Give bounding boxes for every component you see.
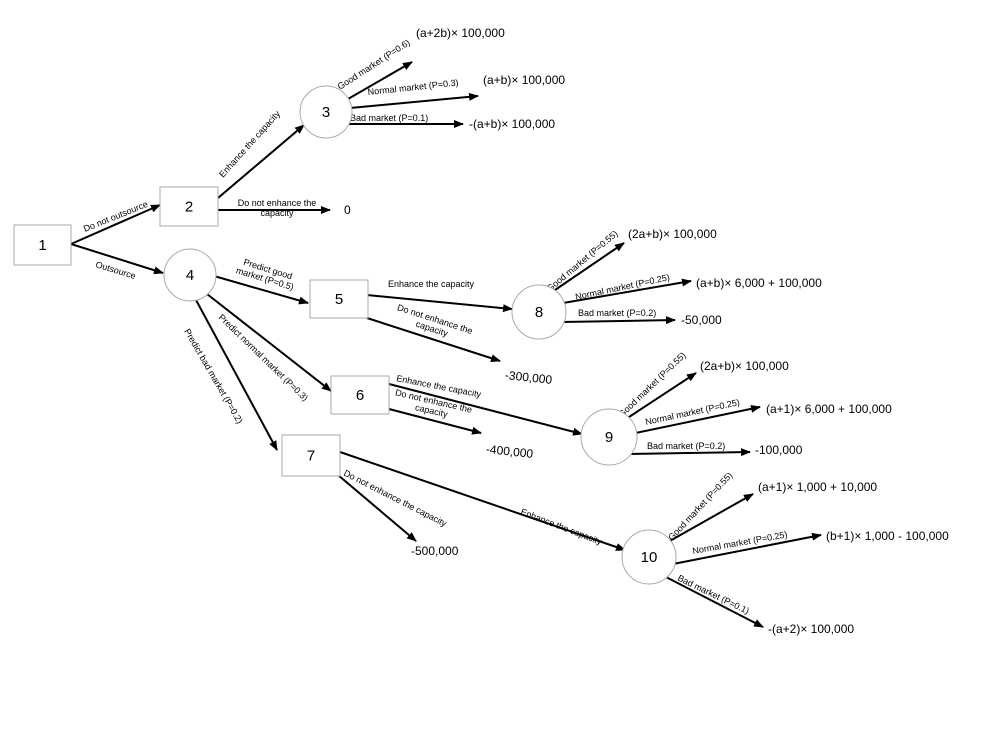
edge-e6-o: [388, 408, 482, 435]
edge-e4-5: [213, 275, 309, 305]
outcome-o3c: -(a+b)× 100,000: [469, 117, 555, 131]
edge-e1-2: [70, 204, 161, 245]
outcome-o8a: (2a+b)× 100,000: [628, 227, 717, 241]
outcome-o7b: -500,000: [411, 544, 459, 558]
node-6-decision: 6: [330, 375, 390, 415]
outcome-o9b: (a+1)× 6,000 + 100,000: [766, 402, 892, 416]
decision-square-shape: [330, 375, 390, 415]
edge-e4-7: [195, 299, 278, 451]
chance-circle-shape: [580, 408, 638, 466]
chance-circle-shape: [621, 529, 677, 585]
decision-square-shape: [159, 186, 219, 227]
node-label: 9: [605, 429, 613, 446]
node-9-chance: 9: [580, 408, 638, 466]
edge-e7-10: [339, 451, 626, 551]
outcome-o9a: (2a+b)× 100,000: [700, 359, 789, 373]
node-label: 5: [335, 291, 343, 308]
node-5-decision: 5: [309, 279, 369, 319]
edge-label-e7-10: Enhance the capacity: [519, 507, 603, 547]
outcome-o9c: -100,000: [755, 443, 803, 457]
edge-label-e1-2: Do not outsource: [82, 199, 149, 234]
outcome-o8c: -50,000: [681, 313, 722, 327]
chance-circle-shape: [299, 85, 353, 139]
decision-square-shape: [281, 434, 341, 477]
node-label: 7: [307, 448, 315, 465]
decision-square-shape: [13, 224, 72, 266]
edge-label-e10-a: Good market (P=0.55): [666, 470, 734, 542]
outcome-o3b: (a+b)× 100,000: [483, 73, 565, 87]
node-2-decision: 2: [159, 186, 219, 227]
node-1-decision: 1: [13, 224, 72, 266]
outcome-o10c: -(a+2)× 100,000: [768, 622, 854, 636]
edge-label-e10-b: Normal market (P=0.25): [692, 529, 789, 556]
outcome-o10a: (a+1)× 1,000 + 10,000: [758, 480, 877, 494]
edge-e10-a: [667, 493, 754, 543]
edge-e9-c: [629, 448, 751, 457]
edge-e5-o: [366, 317, 501, 363]
node-7-decision: 7: [281, 434, 341, 477]
edge-e8-c: [561, 316, 676, 325]
outcome-o10b: (b+1)× 1,000 - 100,000: [826, 529, 949, 543]
outcome-o2b: 0: [344, 203, 351, 217]
edge-e5-8: [366, 294, 513, 313]
node-label: 1: [38, 237, 46, 254]
edge-label-e4-6: Predict normal market (P=0.3): [217, 312, 310, 403]
edge-label-e10-c: Bad market (P=0.1): [676, 573, 751, 616]
node-label: 2: [185, 199, 193, 216]
edge-e7-o: [337, 474, 417, 542]
node-label: 8: [535, 304, 543, 321]
edge-label-e4-5: Predict goodmarket (P=0.5): [235, 256, 298, 293]
edge-label-e2-3: Enhance the capacity: [217, 108, 282, 179]
edge-label-e3-c: Bad market (P=0.1): [350, 113, 428, 123]
node-3-chance: 3: [299, 85, 353, 139]
edge-e9-a: [625, 372, 697, 420]
edge-label-e9-c: Bad market (P=0.2): [647, 441, 725, 451]
decision-square-shape: [309, 279, 369, 319]
edge-label-e7-o: Do not enhance the capacity: [342, 468, 449, 529]
node-4-chance: 4: [163, 248, 217, 302]
edge-e10-b: [672, 532, 822, 565]
node-label: 10: [641, 549, 658, 566]
edge-label-e5-8: Enhance the capacity: [388, 279, 475, 289]
edge-e1-4: [70, 243, 164, 275]
edge-e8-a: [554, 242, 625, 291]
edge-e4-6: [206, 293, 332, 392]
outcome-o5b: -300,000: [504, 368, 553, 387]
node-10-chance: 10: [621, 529, 677, 585]
edge-e6-9: [388, 383, 583, 436]
edge-label-e8-c: Bad market (P=0.2): [578, 308, 656, 318]
node-label: 4: [186, 267, 194, 284]
outcome-o8b: (a+b)× 6,000 + 100,000: [696, 276, 822, 290]
edge-label-e4-7: Predict bad market (P=0.2): [182, 327, 245, 425]
edge-e3-a: [347, 61, 413, 100]
node-label: 6: [356, 387, 364, 404]
chance-circle-shape: [163, 248, 217, 302]
node-label: 3: [322, 104, 330, 121]
chance-circle-shape: [511, 284, 567, 340]
edge-e3-b: [349, 92, 479, 109]
edge-label-e9-b: Normal market (P=0.25): [644, 397, 740, 427]
edge-e10-c: [663, 575, 764, 628]
edge-label-e8-a: Good market (P=0.55): [545, 228, 620, 293]
edge-e9-b: [630, 404, 761, 435]
outcome-o6b: -400,000: [485, 442, 534, 461]
node-8-chance: 8: [511, 284, 567, 340]
edge-e8-b: [562, 278, 692, 304]
edge-e2-3: [217, 124, 305, 199]
outcome-o3a: (a+2b)× 100,000: [416, 26, 505, 40]
